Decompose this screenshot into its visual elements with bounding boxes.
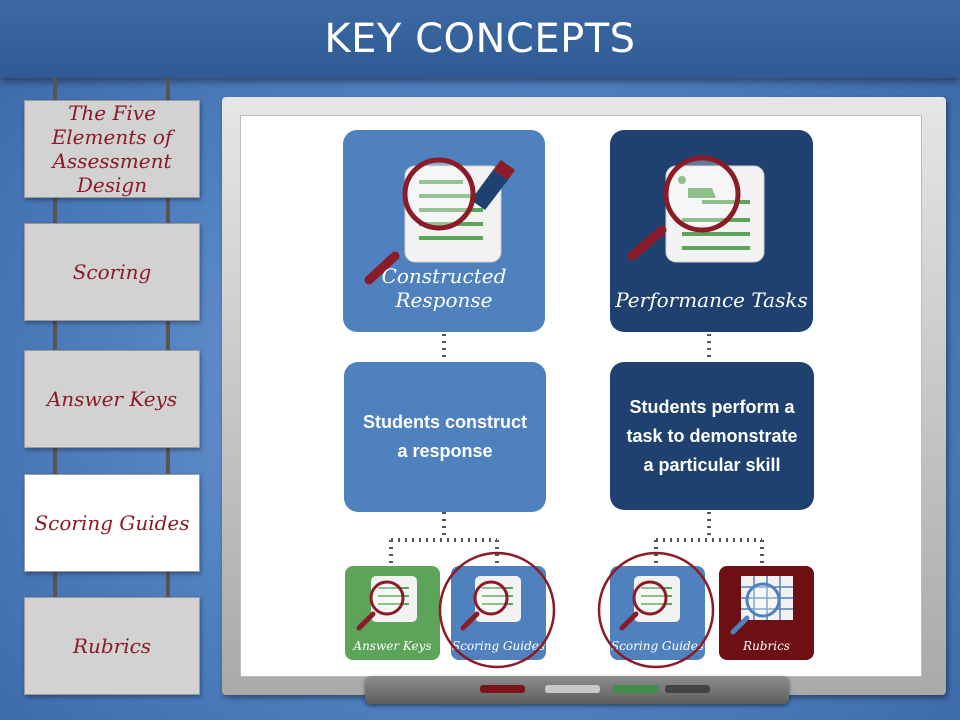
black-marker bbox=[665, 685, 710, 693]
sidebar-item-scoring[interactable]: Scoring bbox=[24, 223, 200, 321]
grid-magnifier-icon bbox=[730, 576, 793, 635]
performance-tasks-tile[interactable]: Performance Tasks bbox=[610, 130, 813, 332]
eraser bbox=[545, 685, 600, 693]
red-marker bbox=[480, 685, 525, 693]
title-bar: KEY CONCEPTS bbox=[0, 0, 960, 78]
rubrics-label: Rubrics bbox=[743, 639, 790, 653]
marker-tray bbox=[365, 676, 789, 704]
highlight-circle bbox=[597, 551, 715, 669]
scoring-guides-tile-performance[interactable]: Scoring Guides bbox=[610, 566, 705, 660]
sidebar-item-label: The Five Elements of Assessment Design bbox=[51, 101, 173, 197]
description-text: Students construct a response bbox=[362, 412, 527, 461]
rubrics-tile[interactable]: Rubrics bbox=[719, 566, 814, 660]
page-title: KEY CONCEPTS bbox=[324, 16, 636, 62]
constructed-response-tile[interactable]: Constructed Response bbox=[343, 130, 545, 332]
sidebar-item-label: Answer Keys bbox=[46, 387, 178, 411]
scoring-guides-label: Scoring Guides bbox=[451, 639, 546, 653]
answer-keys-tile[interactable]: Answer Keys bbox=[345, 566, 440, 660]
constructed-response-description: Students construct a response bbox=[344, 362, 546, 512]
green-marker bbox=[613, 685, 658, 693]
sidebar-item-label: Scoring Guides bbox=[34, 511, 190, 535]
document-magnifier-icon bbox=[460, 576, 521, 631]
sidebar-item-scoring-guides[interactable]: Scoring Guides bbox=[24, 474, 200, 572]
constructed-response-label: Constructed Response bbox=[381, 264, 507, 312]
document-magnifier-icon bbox=[356, 576, 417, 631]
highlight-circle bbox=[438, 551, 556, 669]
piano-magnifier-icon bbox=[627, 155, 765, 263]
performance-tasks-label: Performance Tasks bbox=[615, 288, 808, 312]
sidebar-item-label: Scoring bbox=[72, 260, 152, 284]
answer-keys-label: Answer Keys bbox=[353, 639, 432, 653]
sidebar-item-label: Rubrics bbox=[72, 634, 152, 658]
document-magnifier-icon bbox=[364, 157, 515, 285]
scoring-guides-label: Scoring Guides bbox=[610, 639, 705, 653]
sidebar-item-five-elements[interactable]: The Five Elements of Assessment Design bbox=[24, 100, 200, 198]
description-text: Students perform a task to demonstrate a… bbox=[626, 396, 798, 475]
sidebar-item-answer-keys[interactable]: Answer Keys bbox=[24, 350, 200, 448]
document-magnifier-icon bbox=[619, 576, 680, 631]
sidebar-item-rubrics[interactable]: Rubrics bbox=[24, 597, 200, 695]
scoring-guides-tile-constructed[interactable]: Scoring Guides bbox=[451, 566, 546, 660]
performance-tasks-description: Students perform a task to demonstrate a… bbox=[610, 362, 814, 510]
